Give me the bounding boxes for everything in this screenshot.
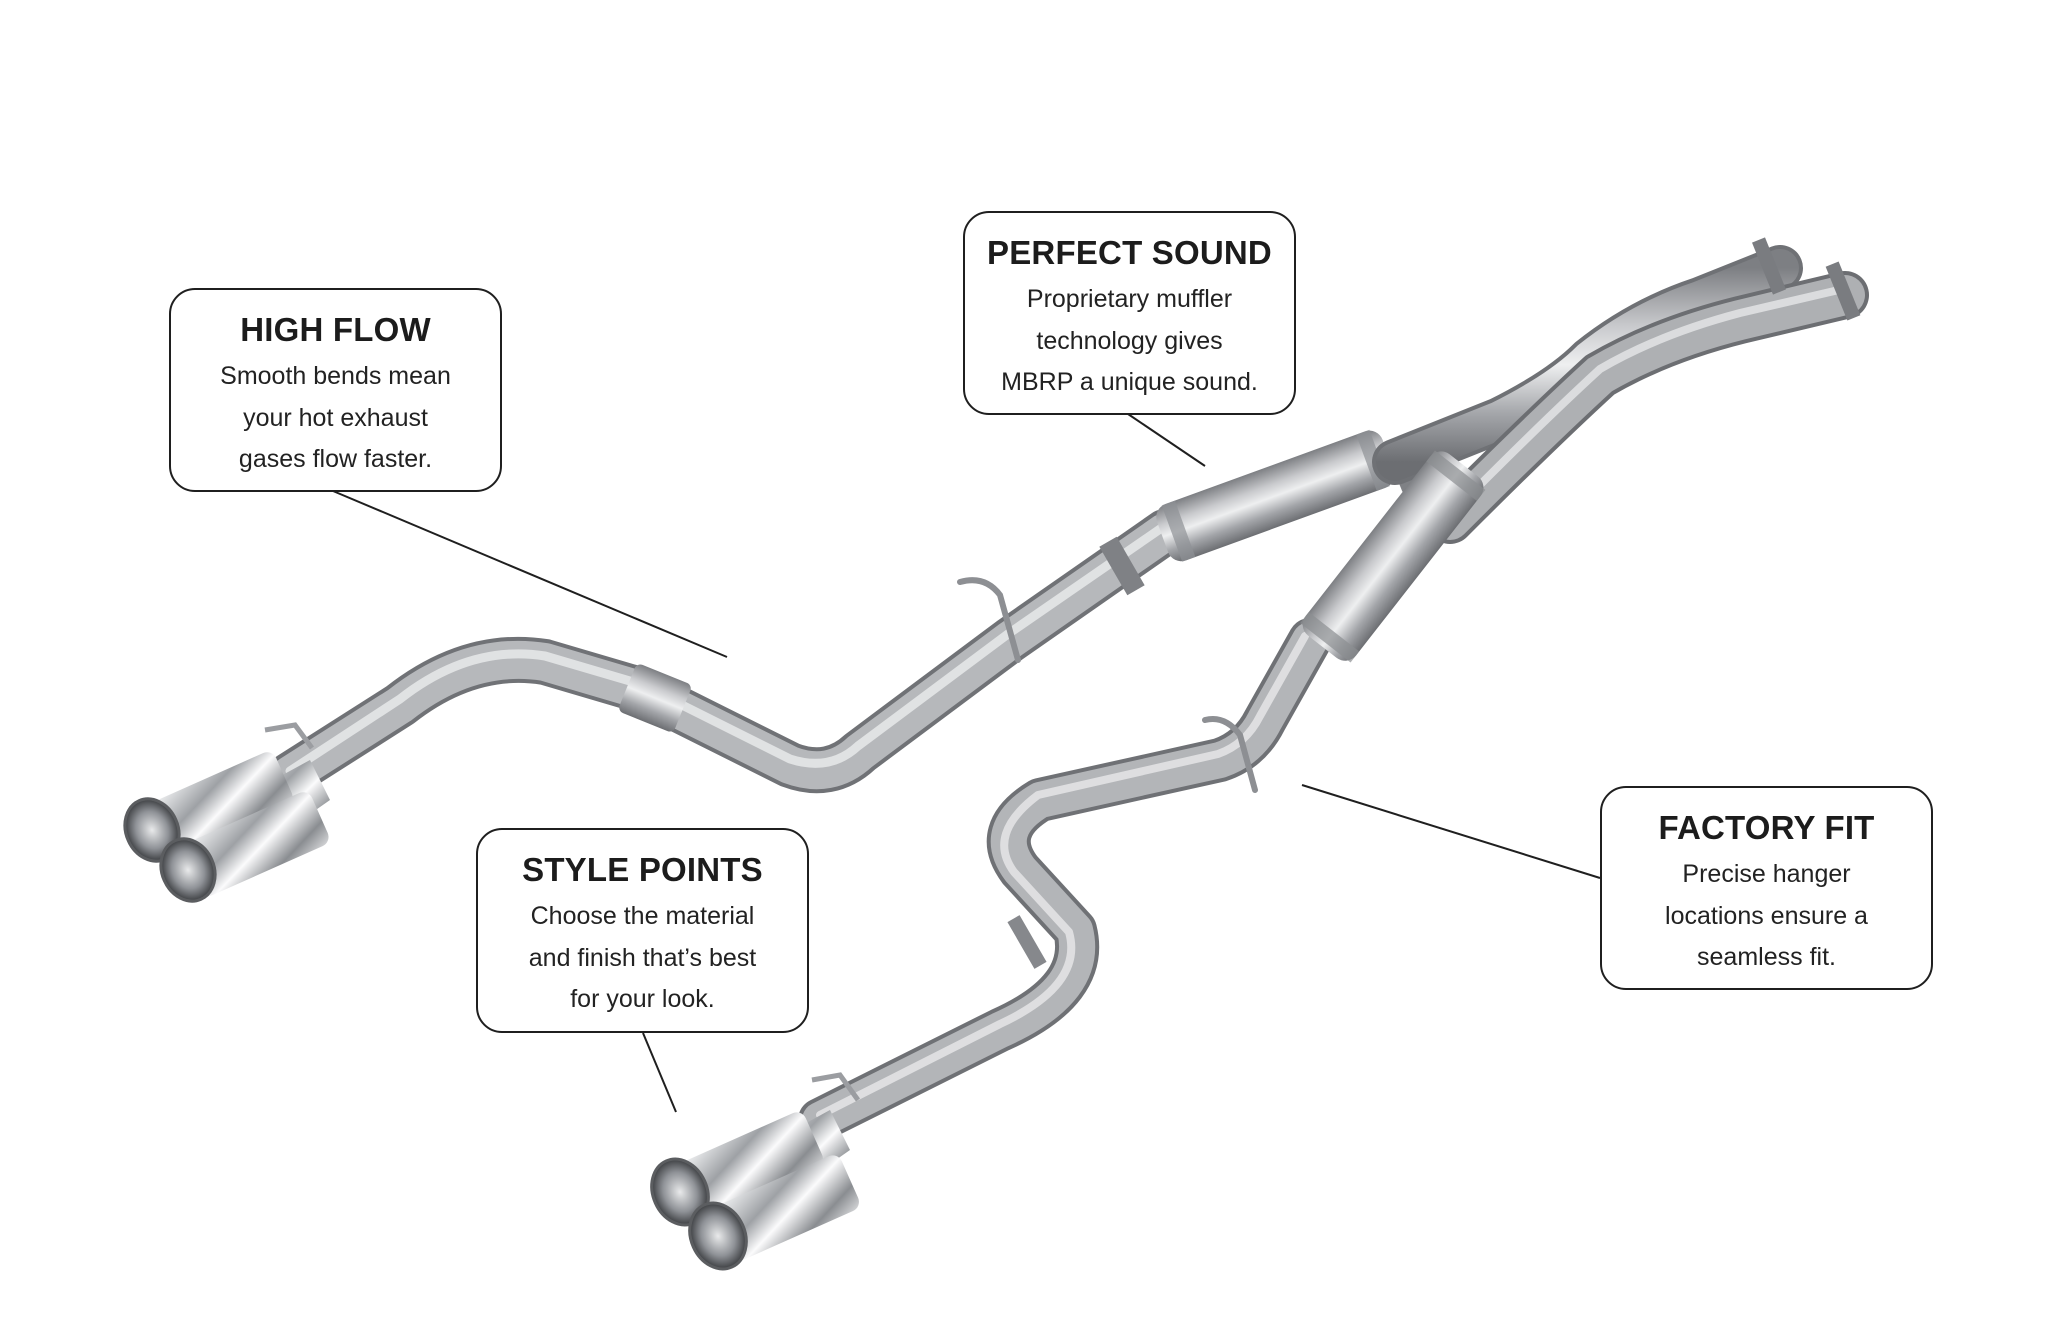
callout-line: Choose the material [530, 902, 755, 930]
callout-body: Proprietary muffler technology gives MBR… [965, 279, 1294, 404]
band-clamp [1007, 915, 1047, 969]
left-quad-tips [123, 722, 330, 903]
left-branch-pipe [267, 509, 1188, 798]
callout-line: Precise hanger [1682, 860, 1851, 888]
callout-title: FACTORY FIT [1658, 809, 1875, 846]
callout-title: PERFECT SOUND [987, 234, 1272, 271]
callout-body: Choose the material and finish that’s be… [478, 896, 807, 1021]
x-pipe [1372, 245, 1869, 544]
callout-line: Proprietary muffler [1026, 285, 1233, 313]
callout-factory-fit: FACTORY FIT Precise hanger locations ens… [1600, 786, 1933, 990]
hanger-rod [1202, 716, 1258, 793]
callout-line: your hot exhaust [243, 403, 428, 432]
leader-line-high-flow [332, 490, 728, 658]
callout-line: Smooth bends mean [220, 362, 451, 390]
right-muffler [1300, 450, 1486, 663]
inlet-clamp [1752, 237, 1786, 295]
callout-body: Precise hanger locations ensure a seamle… [1602, 854, 1931, 979]
callout-body: Smooth bends mean your hot exhaust gases… [171, 356, 500, 481]
inlet-clamp [1825, 261, 1861, 321]
callout-line: gases flow faster. [238, 445, 433, 473]
right-quad-tips [650, 1072, 861, 1271]
callout-style-points: STYLE POINTS Choose the material and fin… [476, 828, 809, 1033]
callout-line: seamless fit. [1697, 943, 1836, 971]
callout-line: for your look. [570, 985, 715, 1013]
callout-line: and finish that’s best [528, 943, 757, 972]
callout-title: HIGH FLOW [240, 311, 431, 348]
callout-line: locations ensure a [1665, 901, 1868, 930]
band-clamp [1099, 536, 1145, 596]
callout-line: technology gives [1036, 326, 1223, 355]
left-muffler [1156, 429, 1395, 562]
leader-line-style-points [642, 1032, 677, 1113]
callout-perfect-sound: PERFECT SOUND Proprietary muffler techno… [963, 211, 1296, 415]
callout-high-flow: HIGH FLOW Smooth bends mean your hot exh… [169, 288, 502, 492]
callout-title: STYLE POINTS [522, 851, 763, 888]
leader-line-perfect-sound [1127, 413, 1206, 467]
leader-line-factory-fit [1301, 784, 1601, 879]
callout-line: MBRP a unique sound. [1001, 368, 1258, 396]
pipe-coupler [619, 664, 691, 732]
hanger-rod [957, 577, 1021, 663]
